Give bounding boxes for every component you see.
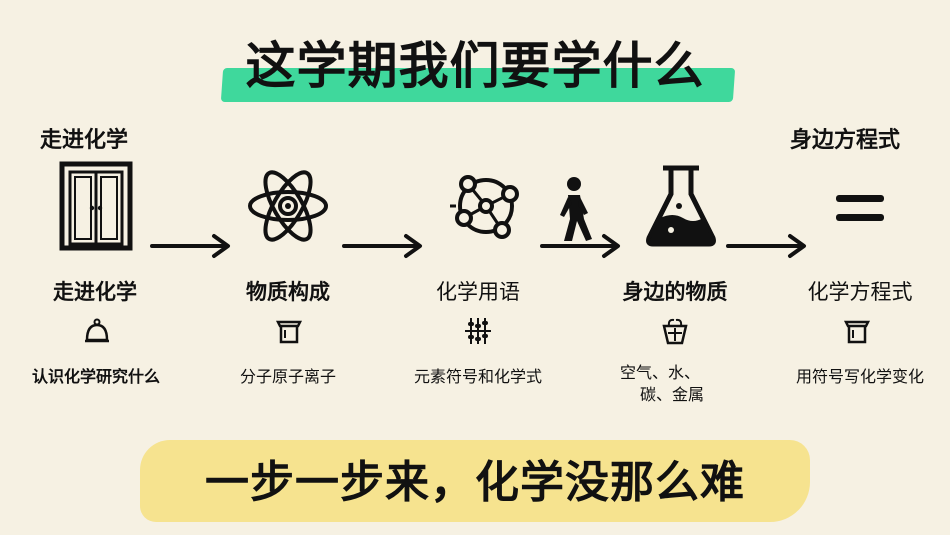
stage-desc: 元素符号和化学式	[413, 367, 542, 386]
equals-icon	[836, 195, 884, 221]
arrow-icon	[150, 234, 230, 258]
stage-title: 身边的物质	[622, 280, 728, 304]
molecule-icon	[450, 175, 519, 239]
atom-icon	[248, 170, 328, 242]
slogan-highlight	[140, 440, 810, 522]
stage-title: 走进化学	[53, 280, 137, 304]
mortar-icon	[275, 320, 303, 344]
top-label-right: 身边方程式	[790, 128, 901, 153]
stage-title: 化学方程式	[807, 280, 913, 304]
arrow-icon	[342, 234, 422, 258]
mortar-icon	[843, 320, 871, 344]
arrow-icon	[540, 234, 620, 258]
title-area: 这学期我们要学什么	[0, 18, 950, 102]
slogan: 一步一步来，化学没那么难	[205, 457, 745, 508]
flask-icon	[646, 165, 716, 247]
basket-icon	[662, 318, 688, 345]
page-title: 这学期我们要学什么	[245, 37, 705, 95]
abacus-icon	[465, 318, 491, 344]
stage-desc-line1: 空气、水、	[619, 363, 700, 382]
stage-desc: 用符号写化学变化	[795, 367, 924, 386]
stage-desc: 分子原子离子	[239, 367, 336, 386]
stage-title: 物质构成	[246, 280, 330, 304]
stage-desc-line2: 碳、金属	[639, 385, 704, 404]
arrow-icon	[726, 234, 806, 258]
top-label-left: 走进化学	[40, 128, 129, 153]
stage-title: 化学用语	[436, 280, 520, 304]
dome-icon	[85, 318, 109, 343]
door-icon	[59, 161, 133, 251]
stage-desc: 认识化学研究什么	[31, 367, 160, 386]
walking-person-icon	[560, 177, 592, 241]
